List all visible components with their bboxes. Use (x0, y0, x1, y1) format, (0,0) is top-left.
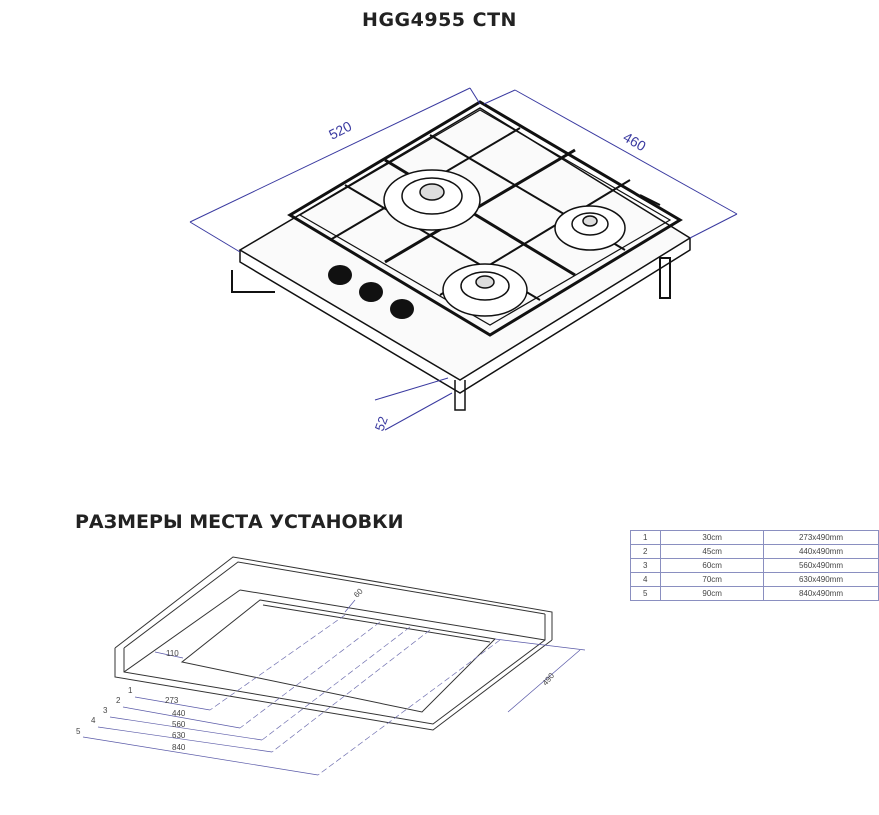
cabinet-width: 30cm (660, 530, 764, 545)
row-number: 4 (629, 572, 662, 587)
width-index-3: 3 (103, 706, 108, 715)
cabinet-width: 90cm (660, 586, 764, 601)
cutout-dimension-lines (82, 599, 586, 776)
width-value-440: 440 (172, 709, 186, 718)
width-index-5: 5 (76, 727, 81, 736)
control-knobs (328, 265, 414, 319)
row-number: 1 (629, 530, 662, 545)
cabinet-width: 70cm (660, 572, 764, 587)
cabinet-width: 60cm (660, 558, 764, 573)
width-value-560: 560 (172, 720, 186, 729)
gas-connector (231, 194, 671, 299)
cutout-guide-lines (209, 614, 501, 776)
dimension-offset-back: 60 (352, 586, 365, 599)
cutout-size: 440x490mm (762, 544, 879, 559)
cutout-size: 560x490mm (762, 558, 879, 573)
product-title: HGG4955 CTN (362, 9, 517, 31)
dimension-width: 520 (326, 118, 354, 143)
row-number: 3 (629, 558, 662, 573)
cutout-size: 840x490mm (762, 586, 879, 601)
install-heading: РАЗМЕРЫ МЕСТА УСТАНОВКИ (75, 511, 404, 533)
width-value-630: 630 (172, 731, 186, 740)
width-index-2: 2 (116, 696, 121, 705)
burner-medium (442, 263, 528, 317)
row-number: 5 (629, 586, 662, 601)
burner-small (554, 205, 626, 251)
cabinet-width: 45cm (660, 544, 764, 559)
width-index-4: 4 (91, 716, 96, 725)
width-index-1: 1 (128, 686, 133, 695)
dimension-depth: 460 (621, 129, 649, 155)
cutout-size: 273x490mm (762, 530, 879, 545)
dimension-height: 52 (372, 414, 391, 433)
width-line-labels: 1 2 3 4 5 273 440 560 630 840 (76, 686, 186, 752)
countertop-drawing (114, 556, 553, 731)
cutout-size: 630x490mm (762, 572, 879, 587)
dimension-cutout-depth: 490 (541, 671, 557, 687)
hob-dimension-lines (189, 87, 738, 431)
dimension-offset-side: 110 (166, 649, 179, 658)
width-value-273: 273 (165, 696, 179, 705)
row-number: 2 (629, 544, 662, 559)
width-value-840: 840 (172, 743, 186, 752)
hob-body (238, 100, 692, 411)
